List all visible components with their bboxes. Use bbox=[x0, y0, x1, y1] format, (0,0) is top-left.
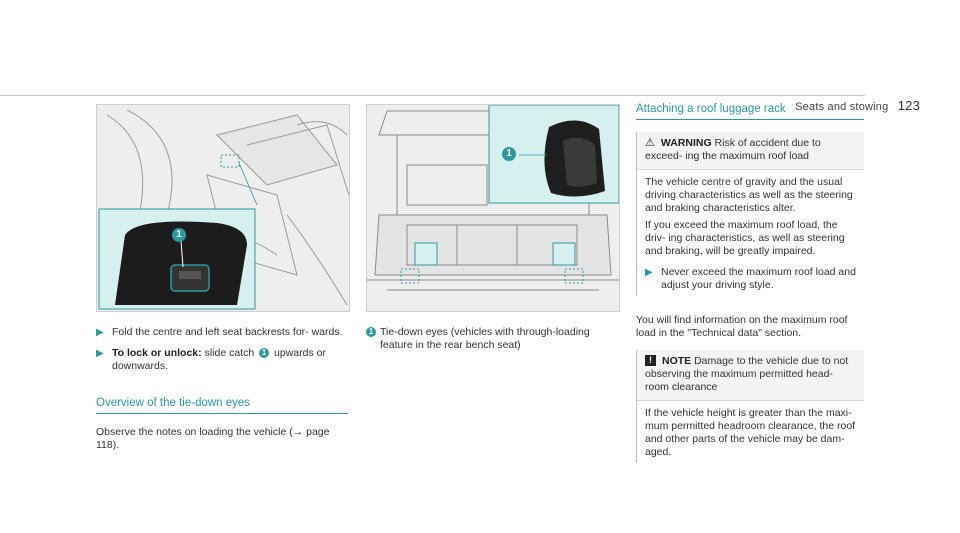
right-column: Attaching a roof luggage rack ⚠ WARNING R… bbox=[636, 103, 864, 463]
left-column: ▶ Fold the centre and left seat backrest… bbox=[96, 326, 348, 452]
warning-step: ▶ Never exceed the maximum roof load and… bbox=[645, 266, 856, 292]
header-section-title: Seats and stowing bbox=[795, 101, 889, 113]
warning-para-1: The vehicle centre of gravity and the us… bbox=[645, 176, 853, 214]
step-arrow-icon: ▶ bbox=[96, 348, 104, 359]
note-exclamation-icon: ! bbox=[645, 355, 656, 366]
warning-para-2: If you exceed the maximum roof load, the… bbox=[645, 219, 845, 257]
page-number: 123 bbox=[897, 98, 920, 113]
warning-step-text: Never exceed the maximum roof load and a… bbox=[661, 266, 856, 291]
section-title-roof-rack: Attaching a roof luggage rack bbox=[636, 103, 786, 115]
note-header: ! NOTE Damage to the vehicle due to not o… bbox=[637, 350, 864, 401]
warning-header: ⚠ WARNING Risk of accident due to exceed-… bbox=[637, 132, 864, 170]
section-rule bbox=[96, 413, 348, 414]
step-arrow-icon: ▶ bbox=[96, 327, 104, 338]
warning-label: WARNING bbox=[660, 137, 712, 149]
step-fold-backrests: ▶ Fold the centre and left seat backrest… bbox=[96, 326, 346, 339]
roof-load-info: You will find information on the maximum… bbox=[636, 314, 848, 339]
catch-ref-number: 1 bbox=[259, 348, 270, 359]
note-box: ! NOTE Damage to the vehicle due to not o… bbox=[636, 350, 864, 463]
middle-column: 1 Tie-down eyes (vehicles with through-l… bbox=[366, 326, 618, 352]
step-bold-label: To lock or unlock: bbox=[112, 347, 202, 359]
legend-number: 1 bbox=[366, 327, 376, 338]
step-arrow-icon: ▶ bbox=[645, 267, 653, 278]
note-label: NOTE bbox=[662, 355, 692, 367]
figure2-callout: 1 bbox=[502, 147, 516, 161]
step-text-a: slide catch bbox=[201, 347, 258, 359]
warning-head-text: Risk of accident due to exceed- ing the … bbox=[645, 137, 821, 162]
section-title-tie-down: Overview of the tie-down eyes bbox=[96, 397, 251, 409]
figure-legend: 1 Tie-down eyes (vehicles with through-l… bbox=[366, 326, 618, 352]
header-rule bbox=[0, 95, 865, 96]
section-rule bbox=[636, 119, 864, 120]
tie-down-eyes-figure: 1 bbox=[366, 104, 620, 312]
step-text-b: upwards or downwards. bbox=[112, 347, 326, 372]
tie-down-body: Observe the notes on loading the vehicle… bbox=[96, 426, 330, 451]
warning-body: The vehicle centre of gravity and the us… bbox=[637, 170, 864, 296]
step-lock-unlock: ▶ To lock or unlock: slide catch 1 upwar… bbox=[96, 347, 346, 373]
legend-text: Tie-down eyes (vehicles with through-loa… bbox=[380, 326, 590, 351]
step-text: Fold the centre and left seat backrests … bbox=[112, 326, 343, 338]
note-head-text: Damage to the vehicle due to not observi… bbox=[645, 355, 849, 393]
page-header: Seats and stowing 123 bbox=[795, 98, 920, 113]
note-para: If the vehicle height is greater than th… bbox=[645, 407, 856, 458]
warning-triangle-icon: ⚠ bbox=[645, 137, 655, 149]
note-body: If the vehicle height is greater than th… bbox=[637, 401, 864, 463]
figure1-callout: 1 bbox=[172, 228, 186, 242]
warning-box: ⚠ WARNING Risk of accident due to exceed-… bbox=[636, 132, 864, 296]
seat-catch-figure: 1 bbox=[96, 104, 350, 312]
